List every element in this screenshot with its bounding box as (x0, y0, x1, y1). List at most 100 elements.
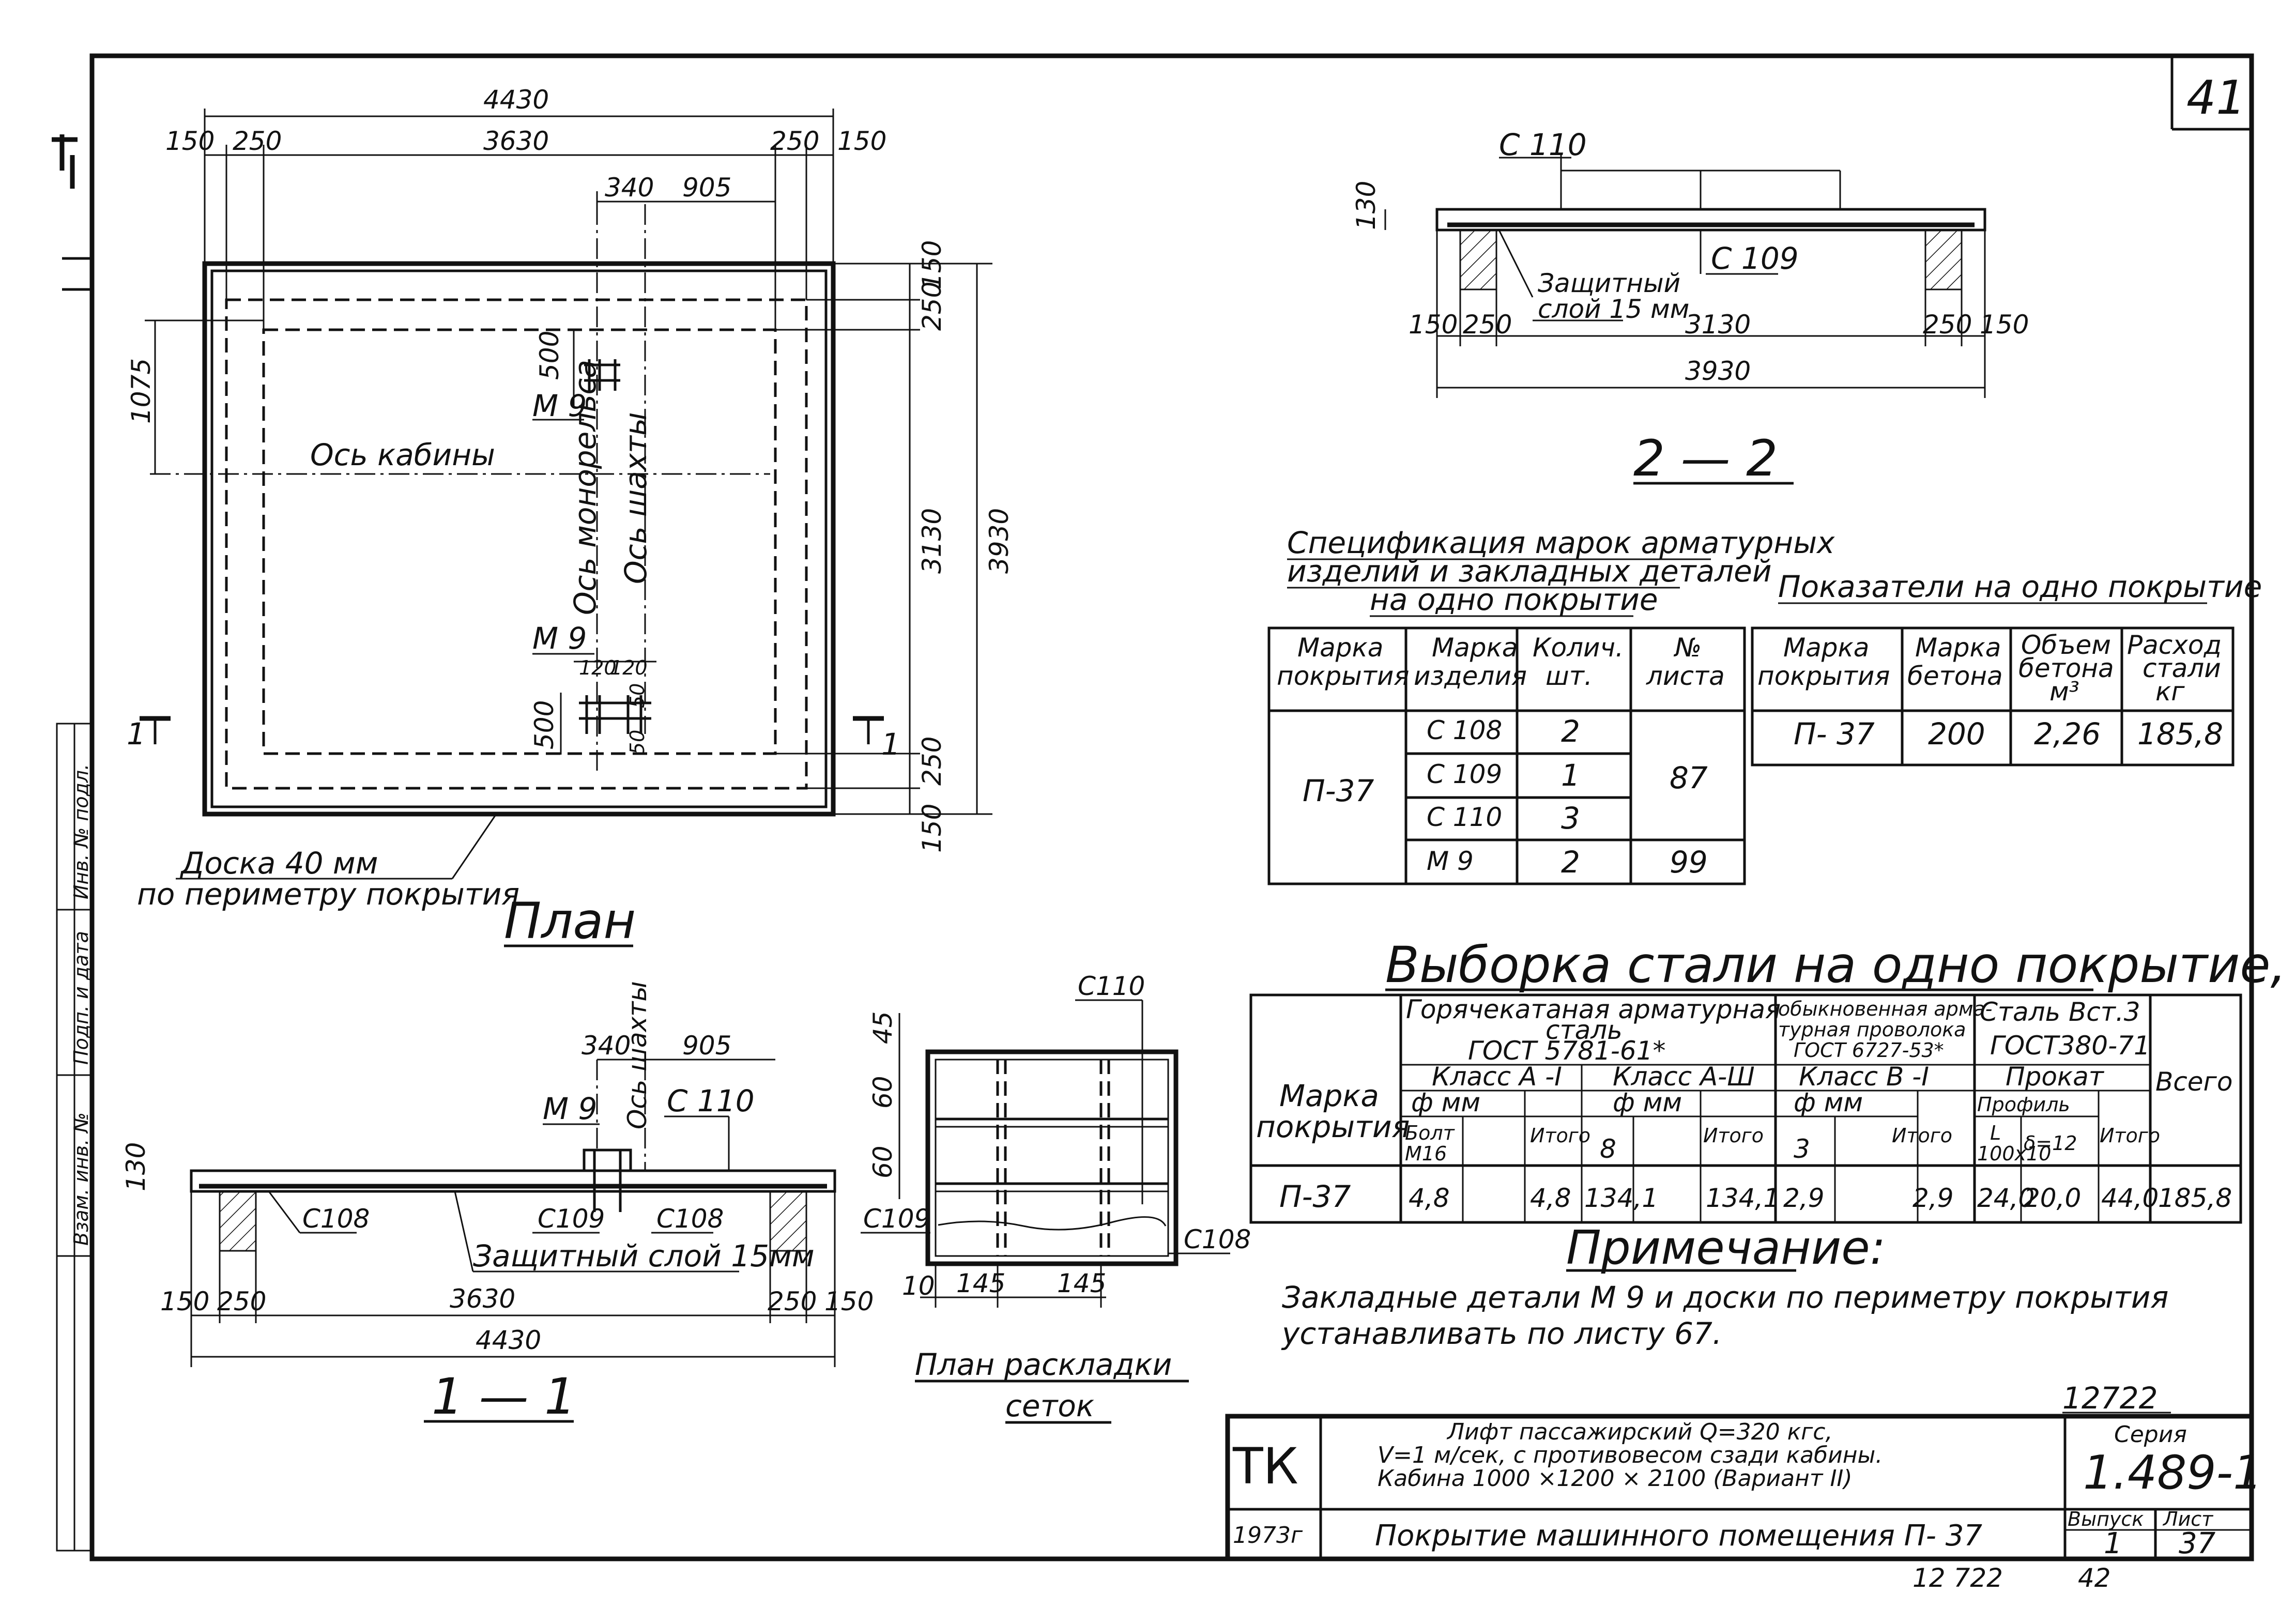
ind-h2-2: бетона (1907, 661, 2003, 691)
steel-table: Выборка стали на одно покрытие, кг Марка… (1249, 936, 2295, 1224)
s11-m9: М 9 (543, 1091, 597, 1126)
cabin-axis-label: Ось кабины (310, 437, 495, 472)
mesh-dim-145b: 145 (1057, 1268, 1106, 1298)
tb-frame (1225, 1414, 2254, 1561)
steel-title: Выборка стали на одно покрытие, кг (1385, 936, 2295, 994)
side-stamp: Инв. № подл. Подп. и дата Взам. инв. № (52, 134, 93, 1552)
tb-series: 1.489-1 (2083, 1446, 2262, 1500)
s11-c108a: С108 (302, 1204, 370, 1234)
steel-d8: 8 (1600, 1134, 1616, 1164)
s11-c109: С109 (538, 1204, 605, 1234)
tb-issue: 1 (2104, 1527, 2122, 1560)
ind-concrete: 200 (1928, 716, 1985, 752)
ind-title: Показатели на одно покрытие (1778, 569, 2262, 604)
title-block: 12722 ТК 1973г Лифт пассажирский Q=320 к… (1225, 1381, 2262, 1593)
s11-dim-overall: 4430 (476, 1325, 541, 1355)
plan-dim-left-band: 250 (233, 126, 282, 156)
spec-row4-item: М 9 (1427, 846, 1474, 876)
steel-row-all: 185,8 (2158, 1183, 2232, 1213)
s22-protect1: Защитный (1538, 268, 1680, 298)
s22-c110: С 110 (1499, 127, 1587, 162)
ind-h4-1: Расход (2127, 630, 2222, 660)
spec-title-3: на одно покрытие (1370, 582, 1658, 617)
ind-h1-2: покрытия (1757, 661, 1890, 691)
steel-row-mark: П-37 (1279, 1179, 1351, 1214)
plan-dim-spacing-b: 120 (610, 656, 648, 679)
s11-dim-340: 340 (582, 1031, 631, 1061)
s22-slab (1435, 208, 1986, 232)
steel-rolled: Прокат (2006, 1062, 2105, 1092)
spec-h1-1: Марка (1297, 633, 1383, 663)
steel-phi-1: ф мм (1411, 1087, 1480, 1117)
tb-bottom-num: 42 (2078, 1563, 2111, 1593)
plan-dim-left-edge: 150 (165, 126, 215, 156)
steel-class-a1: Класс А -I (1432, 1062, 1562, 1092)
s22-support-right (1924, 229, 1963, 290)
spec-row2-qty: 1 (1561, 758, 1580, 793)
tb-desc1: Лифт пассажирский Q=320 кгс, (1446, 1419, 1832, 1445)
s11-c110: С 110 (667, 1083, 755, 1119)
plan-dim-v-bot: 150 (917, 804, 947, 853)
steel-all: Всего (2155, 1067, 2232, 1097)
tb-org: ТК (1232, 1437, 1298, 1495)
plan-inner-dashed (262, 328, 777, 755)
plan-dim-v-inner: 3130 (917, 508, 947, 574)
steel-g1-3: ГОСТ 5781-61* (1468, 1036, 1665, 1066)
mesh-title-2: сеток (1005, 1388, 1094, 1423)
spec-h1-2: покрытия (1277, 661, 1409, 691)
steel-mark-h2: покрытия (1256, 1109, 1410, 1144)
plan-outline-outer (202, 261, 836, 817)
plan-dim-spacing-a: 120 (579, 656, 617, 679)
steel-row-total1: 4,8 (1530, 1183, 1571, 1213)
mesh-c109: С109 (863, 1204, 930, 1234)
mesh-frame-outer (925, 1049, 1179, 1266)
spec-row4-qty: 2 (1561, 845, 1580, 880)
plan-dim-small-a: 50 (626, 683, 649, 708)
mesh-c108: С108 (1184, 1224, 1251, 1254)
tb-bottom-code: 12 722 (1912, 1563, 2003, 1593)
steel-angle-1: L (1990, 1122, 2001, 1144)
tb-year: 1973г (1233, 1522, 1303, 1549)
ind-mark: П- 37 (1794, 716, 1875, 752)
steel-d3: 3 (1794, 1134, 1810, 1164)
mesh-dim-60a: 60 (868, 1076, 898, 1109)
s11-slab (190, 1169, 836, 1193)
mesh-dim-60b: 60 (868, 1145, 898, 1178)
ind-h2-1: Марка (1915, 633, 2001, 663)
ind-h3-1: Объем (2021, 630, 2111, 660)
tb-issue-label: Выпуск (2068, 1508, 2144, 1530)
plan-dim-v-band-top: 250 (917, 282, 947, 331)
spec-h3-1: Колич. (1533, 633, 1624, 663)
spec-sheet-a: 87 (1670, 760, 1708, 795)
s22-dim-mid: 3130 (1685, 310, 1751, 340)
s11-dim-l150: 150 (160, 1286, 209, 1316)
spec-h4-1: № (1673, 633, 1702, 663)
spec-row3-item: С 110 (1427, 802, 1502, 832)
plan-dim-v-top: 150 (917, 240, 947, 289)
tb-series-label: Серия (2114, 1421, 2187, 1448)
steel-g1-2: сталь (1546, 1015, 1623, 1045)
note-line2: устанавливать по листу 67. (1281, 1316, 1722, 1351)
s22-dim-r150: 150 (1980, 310, 2029, 340)
s11-support-right (769, 1190, 807, 1252)
ind-volume: 2,26 (2034, 716, 2101, 752)
steel-row-bolt: 4,8 (1409, 1183, 1450, 1213)
s11-protect: Защитный слой 15мм (473, 1238, 815, 1274)
plan-m9-top: М 9 (532, 388, 587, 423)
ind-frame (1751, 626, 2235, 767)
spec-h3-2: шт. (1546, 661, 1593, 691)
steel-class-a3: Класс А-Ш (1613, 1062, 1755, 1092)
stamp-text-1: Инв. № подл. (70, 764, 93, 899)
s22-dim-overall: 3930 (1685, 356, 1751, 386)
plan-title: План (504, 892, 636, 950)
s11-shaft-axis: Ось шахты (622, 981, 652, 1129)
s11-dim-h: 130 (121, 1142, 151, 1191)
mesh-c110: С110 (1078, 971, 1145, 1001)
stamp-text-2: Подп. и дата (70, 931, 93, 1065)
plan-dim-emb-bot: 500 (529, 700, 559, 749)
plan-dim-cabin-offset: 1075 (126, 358, 156, 424)
ind-h3-2: бетона (2018, 653, 2114, 683)
plan-dim-inner: 3630 (483, 126, 549, 156)
steel-phi-3: ф мм (1794, 1087, 1863, 1117)
